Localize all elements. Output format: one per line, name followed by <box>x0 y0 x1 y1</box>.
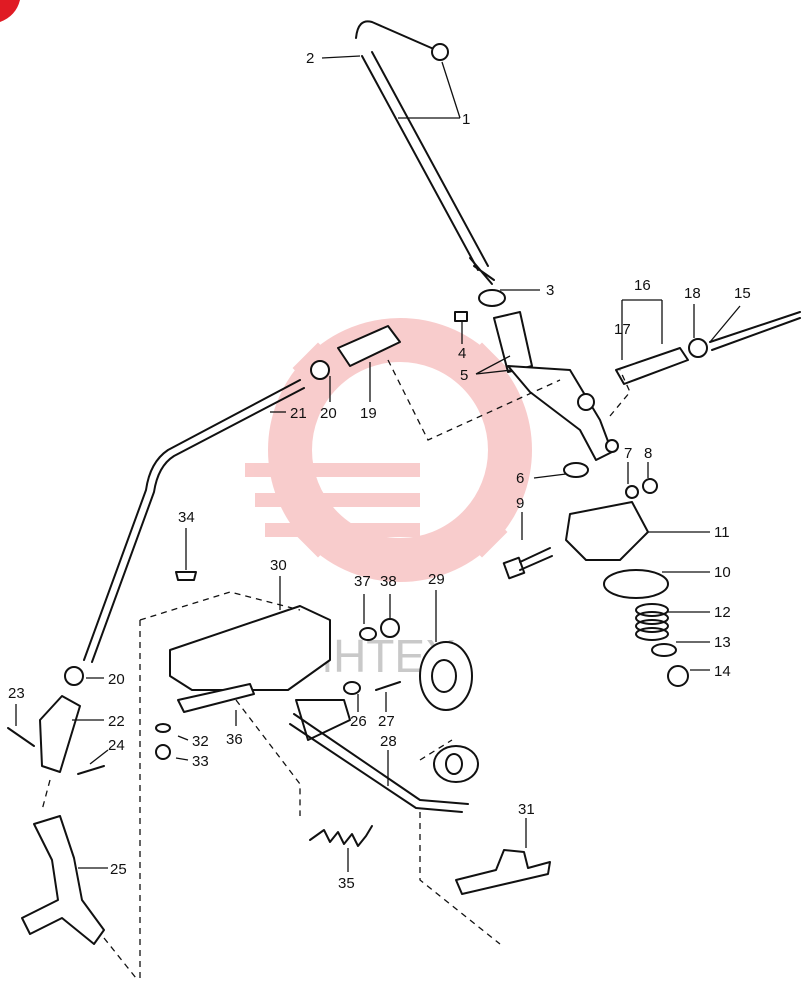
callout-1: 1 <box>462 111 470 128</box>
callout-15: 15 <box>734 285 751 302</box>
part-clamp-31 <box>455 849 551 895</box>
callout-30: 30 <box>270 557 287 574</box>
part-washer-26 <box>343 681 361 695</box>
callout-18: 18 <box>684 285 701 302</box>
part-clevis-22 <box>39 695 81 773</box>
part-bracket-30 <box>169 605 331 691</box>
part-friction-plate <box>565 501 649 561</box>
part-shaft-28 <box>289 699 479 813</box>
callout-9: 9 <box>516 495 524 512</box>
part-nut-33 <box>155 744 171 760</box>
part-disc-29 <box>419 641 473 711</box>
callout-11: 11 <box>714 524 730 541</box>
callout-7: 7 <box>624 445 632 462</box>
part-washer-6 <box>563 462 589 478</box>
leader-lines <box>15 55 741 872</box>
part-washer-37 <box>359 627 377 641</box>
part-nut-20-upper <box>310 360 330 380</box>
callout-19: 19 <box>360 405 377 422</box>
callout-31: 31 <box>518 801 535 818</box>
part-washer-10 <box>603 569 669 599</box>
callout-8: 8 <box>644 445 652 462</box>
part-bolt-9 <box>502 547 553 580</box>
part-nut-8 <box>642 478 658 494</box>
part-washer-13 <box>651 643 677 657</box>
part-pedal-lever-25 <box>21 815 105 945</box>
callout-labels: 1 2 3 4 5 6 7 8 9 10 11 12 13 14 15 16 1… <box>8 50 751 892</box>
part-set-screw <box>454 311 468 322</box>
assembly-guide-lines <box>41 359 631 979</box>
callout-27: 27 <box>378 713 395 730</box>
part-sleeve-19 <box>337 325 401 367</box>
callout-12: 12 <box>714 604 731 621</box>
part-bar-36 <box>177 683 255 713</box>
part-bolt-34 <box>175 571 197 581</box>
callout-24: 24 <box>108 737 125 754</box>
part-washer-32 <box>155 723 171 733</box>
callout-3: 3 <box>546 282 554 299</box>
part-washer-3 <box>478 289 506 307</box>
callout-2: 2 <box>306 50 314 67</box>
callout-29: 29 <box>428 571 445 588</box>
part-spring-35 <box>309 825 373 847</box>
callout-28: 28 <box>380 733 397 750</box>
part-nut-14 <box>667 665 689 687</box>
part-lever-bracket <box>493 311 619 461</box>
callout-17: 17 <box>614 321 631 338</box>
part-threaded-rod-15 <box>709 311 801 351</box>
part-cotter-24 <box>77 765 105 775</box>
callout-16: 16 <box>634 277 651 294</box>
callout-26: 26 <box>350 713 367 730</box>
callout-14: 14 <box>714 663 731 680</box>
callout-37: 37 <box>354 573 371 590</box>
callout-38: 38 <box>380 573 397 590</box>
corner-marker <box>0 0 20 22</box>
part-sleeve-17 <box>615 347 689 385</box>
part-nut-20-lower <box>64 666 84 686</box>
part-pin-23 <box>7 727 35 747</box>
callout-10: 10 <box>714 564 731 581</box>
part-spring-12 <box>635 603 669 641</box>
part-nut-38 <box>380 618 400 638</box>
part-rod-21 <box>83 379 301 661</box>
callout-36: 36 <box>226 731 243 748</box>
callout-32: 32 <box>192 733 209 750</box>
callout-20-upper: 20 <box>320 405 337 422</box>
callout-34: 34 <box>178 509 195 526</box>
callout-33: 33 <box>192 753 209 770</box>
callout-22: 22 <box>108 713 125 730</box>
callout-13: 13 <box>714 634 731 651</box>
part-cotter-27 <box>375 681 401 691</box>
watermark-logo <box>245 318 532 582</box>
callout-4: 4 <box>458 345 466 362</box>
callout-5: 5 <box>460 367 468 384</box>
callout-23: 23 <box>8 685 25 702</box>
part-lever-rod <box>355 20 495 285</box>
callout-20-lower: 20 <box>108 671 125 688</box>
part-nut-18 <box>688 338 708 358</box>
callout-6: 6 <box>516 470 524 487</box>
part-washer-7 <box>625 485 639 499</box>
callout-21: 21 <box>290 405 307 422</box>
callout-35: 35 <box>338 875 355 892</box>
callout-25: 25 <box>110 861 127 878</box>
